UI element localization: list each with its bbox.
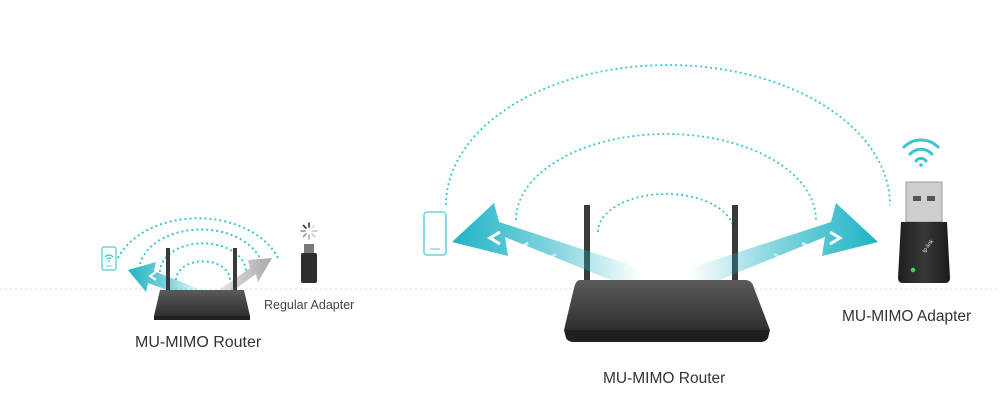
left-router-label: MU-MIMO Router [135,334,262,351]
right-router-label: MU-MIMO Router [603,370,726,387]
right-router [564,280,770,342]
loading-icon [300,222,318,240]
left-beam-chevrons [148,271,157,281]
right-beam-right [690,203,878,292]
usb-adapter [898,181,950,283]
right-beam-right-chevrons [773,230,843,268]
regular-adapter [301,244,317,283]
regular-adapter-label: Regular Adapter [264,298,355,312]
phone-icon [101,246,117,271]
right-signal-arcs [445,64,891,233]
right-beam-left-chevrons [487,230,557,268]
mu-mimo-adapter-label: MU-MIMO Adapter [842,308,972,325]
wifi-icon [902,138,940,167]
left-signal-arcs [117,217,279,281]
right-router-antennas [584,205,738,295]
phone-icon [423,211,447,256]
right-beam-left [452,203,640,292]
left-router [154,248,250,320]
